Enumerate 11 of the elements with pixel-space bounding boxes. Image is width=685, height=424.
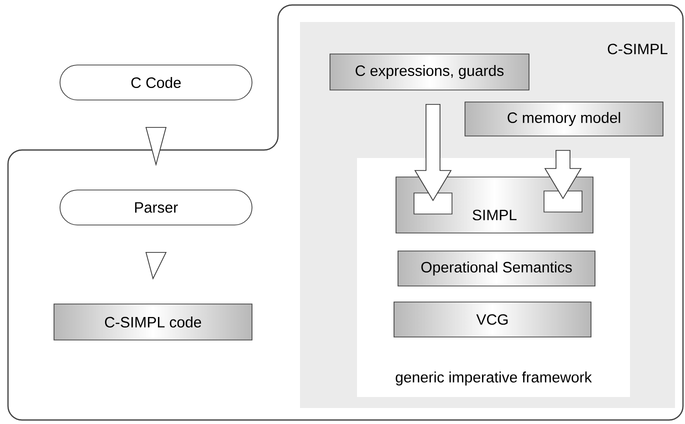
process-box: C-SIMPL code <box>54 304 252 340</box>
slot-box <box>544 190 582 212</box>
component-box: Operational Semantics <box>398 250 596 286</box>
block-arrow <box>544 150 582 200</box>
component-box: VCG <box>394 302 592 338</box>
slot-box <box>414 192 452 214</box>
terminal-box: C Code <box>60 64 252 100</box>
component-box: C memory model <box>464 102 664 136</box>
process-box: Parser <box>60 190 252 226</box>
block-arrow <box>414 104 452 202</box>
component-box: C expressions, guards <box>330 54 530 90</box>
